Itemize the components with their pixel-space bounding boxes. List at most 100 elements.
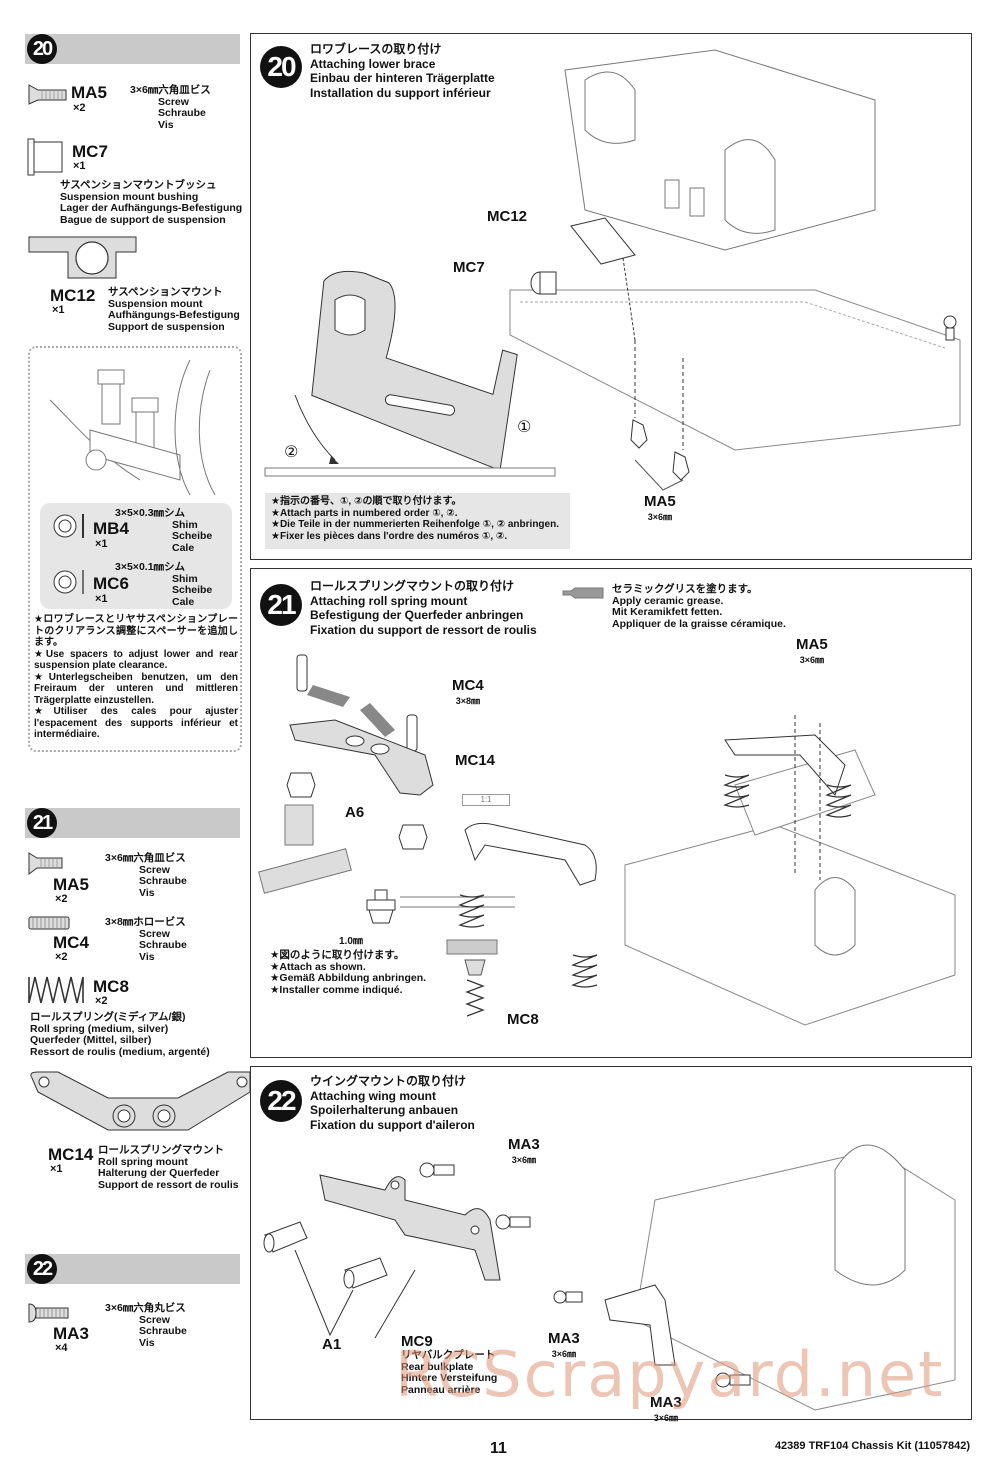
label-mc12: MC12 — [487, 208, 528, 225]
part-code-ma5: MA5 — [71, 83, 107, 102]
label-ma5: MA5 3×6㎜ — [796, 636, 828, 666]
desc-de: Lager der Aufhängungs-Befestigung — [60, 202, 243, 214]
desc-en: Shim — [172, 572, 198, 585]
note-jp: ★図のように取り付けます。 — [270, 949, 405, 961]
note-fr: ★Fixer les pièces dans l'ordre des numér… — [271, 530, 508, 542]
roll-spring-mount-icon — [30, 1071, 251, 1131]
title-jp: ロワブレースの取り付け — [310, 42, 442, 56]
title-fr: Installation du support inférieur — [310, 85, 491, 100]
desc-de: Schraube — [139, 875, 187, 887]
part-desc: 3×5×0.1㎜シム Shim Scheibe Cale — [115, 561, 212, 608]
step-22-title: ウイングマウントの取り付け Attaching wing mount Spoil… — [310, 1074, 475, 1132]
label-mc4-size: 3×8㎜ — [455, 696, 480, 706]
step-20-title: ロワブレースの取り付け Attaching lower brace Einbau… — [310, 42, 495, 100]
part-desc: ロールスプリングマウント Roll spring mount Halterung… — [98, 1144, 239, 1191]
part-desc: サスペンションマウントブッシュ Suspension mount bushing… — [60, 179, 243, 226]
step-22-header-bar — [25, 1254, 240, 1284]
desc-fr: Cale — [172, 541, 195, 554]
grease-tube-icon — [562, 587, 604, 599]
label-ma3-size: 3×6㎜ — [511, 1155, 536, 1165]
desc-jp: 3×6㎜六角皿ビス — [130, 84, 211, 96]
part-qty: ×2 — [95, 995, 108, 1007]
part-desc: サスペンションマウント Suspension mount Aufhängungs… — [108, 286, 240, 333]
part-qty: ×1 — [95, 538, 108, 550]
watermark: RCScrapyard.net — [395, 1338, 945, 1411]
step-20-header-bar — [25, 34, 240, 64]
desc-fr: Cale — [172, 595, 195, 608]
desc-de: Schraube — [139, 1325, 187, 1337]
note-jp: ★指示の番号、①, ②の順で取り付けます。 — [271, 496, 462, 507]
part-code-mb4: MB4 — [93, 519, 129, 538]
title-en: Attaching wing mount — [310, 1088, 436, 1103]
step-21-badge: 21 — [27, 808, 57, 838]
title-en: Attaching roll spring mount — [310, 593, 468, 608]
shim-info-box — [28, 346, 242, 752]
label-ma3-code: MA3 — [508, 1136, 540, 1153]
grease-de: Mit Keramikfett fetten. — [612, 606, 723, 618]
part-desc: 3×6㎜六角丸ビス Screw Schraube Vis — [105, 1302, 187, 1349]
roll-spring-mount-assembly-diagram — [258, 654, 956, 1026]
step-21-title: ロールスプリングマウントの取り付け Attaching roll spring … — [310, 579, 537, 637]
note-de: ★Unterlegscheiben benutzen, um den Freir… — [34, 671, 238, 706]
desc-de: Schraube — [158, 107, 206, 119]
desc-fr: Vis — [139, 1336, 155, 1349]
step-20-panel-badge: 20 — [260, 46, 302, 88]
part-desc: 3×5×0.3㎜シム Shim Scheibe Cale — [115, 507, 213, 554]
label-mc4: MC4 3×8㎜ — [452, 677, 484, 707]
desc-fr: Support de suspension — [108, 320, 225, 333]
desc-en: Rear bulkplate — [401, 1360, 474, 1373]
mc9-description: リヤバルクプレート Rear bulkplate Hintere Verstei… — [401, 1349, 498, 1396]
title-jp: ウイングマウントの取り付け — [310, 1074, 467, 1088]
countersunk-screw-icon — [28, 84, 67, 105]
page-number: 11 — [490, 1440, 507, 1457]
note-en: ★Attach as shown. — [270, 960, 366, 973]
note-en: ★Attach parts in numbered order ①, ②. — [271, 507, 458, 519]
desc-de: Querfeder (Mittel, silber) — [30, 1034, 152, 1046]
roll-spring-icon — [28, 976, 84, 1004]
note-jp: ★ロワブレースとリヤサスペンションプレートのクリアランス調整にスペーサーを追加し… — [34, 614, 238, 648]
label-ma5-code: MA5 — [644, 493, 676, 510]
grease-en: Apply ceramic grease. — [612, 594, 724, 607]
label-ma3-bottom: MA3 3×6㎜ — [650, 1394, 682, 1424]
note-de: ★Die Teile in der nummerierten Reihenfol… — [271, 519, 559, 530]
order-marker-2: ② — [284, 444, 299, 461]
grease-fr: Appliquer de la graisse céramique. — [612, 617, 786, 630]
desc-de: Halterung der Querfeder — [98, 1167, 220, 1179]
note-fr: ★Utiliser des cales pour ajuster l'espac… — [34, 706, 238, 740]
label-ma3-top: MA3 3×6㎜ — [508, 1136, 540, 1166]
step-21-header-bar — [25, 808, 240, 838]
label-ma5-size: 3×6㎜ — [799, 655, 824, 665]
label-ma5: MA5 3×6㎜ — [644, 493, 676, 523]
part-desc: ロールスプリング(ミディアム/銀) Roll spring (medium, s… — [30, 1011, 210, 1058]
desc-fr: Vis — [139, 886, 155, 899]
label-mc9: MC9 — [401, 1333, 433, 1350]
title-en: Attaching lower brace — [310, 56, 436, 71]
label-ma3-code: MA3 — [548, 1330, 580, 1347]
part-qty: ×1 — [52, 304, 65, 316]
step-21-attach-note: ★図のように取り付けます。 ★Attach as shown. ★Gemäß A… — [270, 949, 427, 996]
shim-detail-illustration — [49, 359, 216, 496]
title-fr: Fixation du support de ressort de roulis — [310, 622, 537, 637]
desc-jp: 3×5×0.1㎜シム — [115, 561, 186, 573]
desc-de: Hintere Versteifung — [401, 1372, 498, 1384]
label-ma3-size: 3×6㎜ — [551, 1349, 576, 1359]
desc-jp: 3×5×0.3㎜シム — [115, 507, 186, 519]
gap-dimension: 1.0㎜ — [339, 936, 363, 947]
desc-fr: Vis — [158, 118, 174, 131]
lower-brace-assembly-diagram — [264, 49, 961, 491]
label-mc14: MC14 — [455, 752, 496, 769]
wing-mount-assembly-diagram — [263, 1144, 956, 1411]
desc-de: Scheibe — [172, 530, 213, 542]
desc-jp: ロールスプリング(ミディアム/銀) — [30, 1011, 186, 1023]
desc-fr: Panneau arrière — [401, 1383, 481, 1396]
part-code-mc6: MC6 — [93, 574, 129, 593]
part-code-mc14: MC14 — [48, 1145, 94, 1164]
title-de: Spoilerhalterung anbauen — [310, 1103, 459, 1117]
order-marker-1: ① — [517, 419, 532, 436]
note-fr: ★Installer comme indiqué. — [270, 983, 403, 996]
label-a6: A6 — [345, 804, 365, 821]
label-mc7: MC7 — [453, 259, 485, 276]
note-de: ★Gemäß Abbildung anbringen. — [270, 972, 427, 984]
part-code-mc8: MC8 — [93, 977, 129, 996]
part-code-ma3: MA3 — [53, 1324, 89, 1343]
